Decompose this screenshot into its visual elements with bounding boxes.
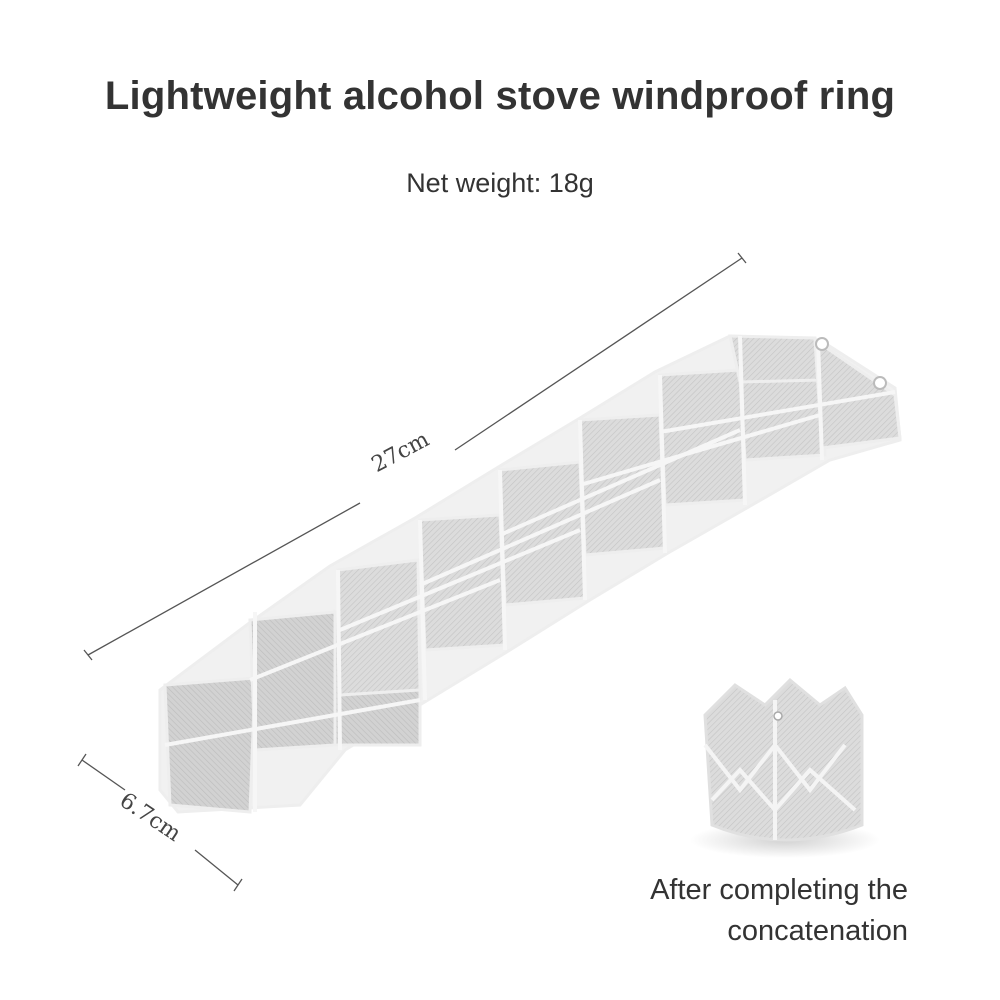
assembled-ring (690, 677, 880, 858)
panel-segment (336, 334, 902, 697)
caption-line-1: After completing the (650, 874, 908, 906)
dimension-line-length (83, 252, 747, 661)
windproof-panel-strip (158, 334, 902, 814)
caption-line-2: concatenation (727, 915, 908, 947)
ring-caption: After completing the concatenation (528, 870, 908, 952)
dimension-line-width (77, 753, 243, 892)
net-weight-label: Net weight: 18g (406, 168, 594, 198)
page-title: Lightweight alcohol stove windproof ring (104, 74, 896, 118)
